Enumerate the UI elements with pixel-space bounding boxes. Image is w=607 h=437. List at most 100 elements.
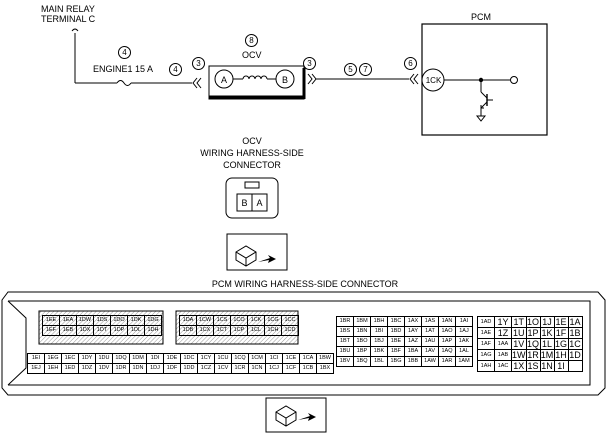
callout-ocv-top: 8: [245, 34, 258, 47]
pin-cell: 1DX: [76, 325, 94, 336]
pin-cell: 1BI: [370, 326, 388, 337]
pin-cell: 1AL: [455, 346, 473, 357]
pin-cell: 1O: [525, 316, 541, 328]
pin-cell: 1BR: [336, 316, 354, 327]
pin-cell: 1BF: [387, 346, 405, 357]
pin-cell: 1BJ: [370, 336, 388, 347]
pin-cell: 1AQ: [438, 346, 456, 357]
pin-cell: 1CU: [214, 353, 232, 364]
pin-cell: 1BM: [353, 316, 371, 327]
pin-cell: 1EI: [27, 353, 45, 364]
pin-cell: 1AB: [494, 349, 512, 361]
fuse-symbol: [116, 80, 132, 86]
main-relay-label-line2: TERMINAL C: [41, 14, 96, 24]
pin-cell: 1D: [567, 349, 583, 361]
pin-cell: 1CC: [281, 315, 299, 326]
pin-cell: 1DL: [127, 325, 145, 336]
pin-cell: 1AI: [455, 316, 473, 327]
callout-wire-a: 5: [344, 63, 357, 76]
ground-symbol: [475, 115, 487, 122]
pin-cell: 1BV: [336, 356, 354, 367]
pin-cell: 1U: [511, 327, 527, 339]
pin-cell: 1L: [539, 338, 555, 350]
pin-cell: 1AV: [421, 346, 439, 357]
pin-cell: 1EB: [59, 325, 77, 336]
pin-cell: 1BX: [316, 363, 334, 374]
pin-cell: 1T: [511, 316, 527, 328]
pin-cell: 1AP: [438, 336, 456, 347]
pin-cell: 1EJ: [27, 363, 45, 374]
pin-cell: 1CR: [231, 363, 249, 374]
pin-cell: 1DJ: [146, 363, 164, 374]
pin-cell: 1BD: [387, 326, 405, 337]
pin-cell: 1DI: [146, 353, 164, 364]
fuse-label: ENGINE1 15 A: [93, 64, 154, 74]
pin-cell: 1N: [539, 360, 555, 372]
pcm-label: PCM: [471, 12, 491, 22]
pin-cell: 1DY: [78, 353, 96, 364]
pin-cell: 1Q: [525, 338, 541, 350]
pin-cell: 1DR: [112, 363, 130, 374]
pin-cell: 1CY: [197, 353, 215, 364]
pin-cell: 1AZ: [404, 336, 422, 347]
pin-cell: 1DF: [163, 363, 181, 374]
pin-cell: 1BN: [353, 326, 371, 337]
pin-cell: 1DB: [179, 325, 197, 336]
pin-cell: 1DW: [76, 315, 94, 326]
pin-cell: 1CG: [264, 315, 282, 326]
pin-cell: 1AK: [455, 336, 473, 347]
callout-pcm-conn: 6: [404, 57, 417, 70]
pin-cell: 1BC: [387, 316, 405, 327]
pin-cell: 1CF: [282, 363, 300, 374]
ocv-connector-title-2: WIRING HARNESS-SIDE: [200, 148, 304, 158]
pin-cell: 1CS: [213, 315, 231, 326]
pin-cell: 1CT: [213, 325, 231, 336]
pin-cell: 1C: [567, 338, 583, 350]
pin-cell: 1E: [553, 316, 569, 328]
ocv-connector-title-3: CONNECTOR: [223, 160, 281, 170]
pin-cell: 1DN: [129, 363, 147, 374]
pin-cell: 1AH: [477, 360, 495, 372]
pin-cell: 1CH: [264, 325, 282, 336]
pin-cell: 1AM: [455, 356, 473, 367]
pin-cell: 1AT: [421, 326, 439, 337]
pin-cell: 1CO: [230, 315, 248, 326]
pin-cell: 1DS: [93, 315, 111, 326]
pin-cell: 1G: [553, 338, 569, 350]
connector-mark-pcm: [409, 73, 419, 85]
pin-cell: 1BS: [336, 326, 354, 337]
pin-cell: 1CQ: [231, 353, 249, 364]
pin-cell: 1CJ: [265, 363, 283, 374]
pin-cell: 1AR: [438, 356, 456, 367]
pin-cell: 1AU: [421, 336, 439, 347]
pin-cell: 1EC: [61, 353, 79, 364]
pin-cell: 1CX: [196, 325, 214, 336]
pin-cell: 1BE: [387, 336, 405, 347]
ocv-pin-a-label: A: [220, 75, 227, 85]
pin-cell: 1DE: [163, 353, 181, 364]
pin-cell: 1BH: [370, 316, 388, 327]
pin-cell: 1BP: [353, 346, 371, 357]
pin-cell: 1R: [525, 349, 541, 361]
pin-cell: 1DA: [179, 315, 197, 326]
pin-cell: 1AA: [494, 338, 512, 350]
pin-cell: 1CL: [247, 325, 265, 336]
pin-cell: 1Z: [494, 327, 512, 339]
pin-cell: 1DP: [110, 325, 128, 336]
ocv-pin-b-label: B: [281, 75, 288, 85]
pin-cell: 1DH: [144, 325, 162, 336]
pin-cell: 1AY: [404, 326, 422, 337]
pin-cell: 1J: [539, 316, 555, 328]
pin-cell: 1BA: [404, 346, 422, 357]
